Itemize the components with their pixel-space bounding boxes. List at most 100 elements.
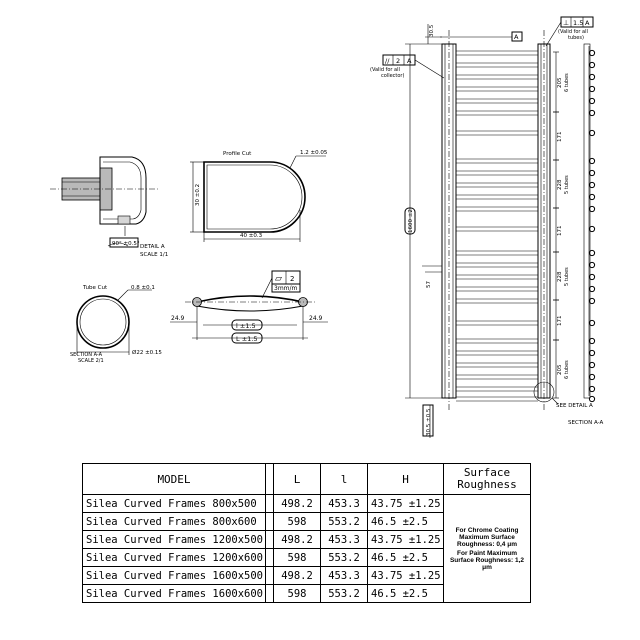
H-cell: 43.75 ±1.25 — [367, 566, 444, 585]
model-cell: Silea Curved Frames 800x500 — [82, 494, 266, 513]
tube-pair — [456, 250, 538, 256]
tubes-note-1: (Valid for all — [558, 29, 588, 35]
detail-a-collector-body — [99, 156, 147, 225]
tube-cut-view: Tube Cut 0.8 ±0.1 Ø22 ±0.15 SECTION A-A … — [70, 285, 162, 364]
section-tube-circle — [588, 157, 596, 165]
L-cell: 598 — [273, 548, 321, 567]
section-tube-circle — [588, 97, 596, 105]
section-tube-circle — [588, 73, 596, 81]
spacing-tube-count: 6 tubes — [564, 73, 570, 92]
section-tube-circle — [588, 181, 596, 189]
model-table: MODEL L l H Surface Roughness Silea Curv… — [82, 463, 531, 603]
header-surface: Surface Roughness — [443, 463, 531, 495]
bottom-dim: 30.5 ±0.5 — [426, 408, 432, 436]
L-cell: 498.2 — [273, 566, 321, 585]
H-cell: 46.5 ±2.5 — [367, 512, 444, 531]
detail-a-label: DETAIL A — [140, 244, 165, 250]
tube-pair — [456, 362, 538, 368]
profile-cut-outline — [203, 161, 306, 233]
tubes-tol-symbol: ⊥ — [563, 19, 569, 27]
flatness-value: 2 — [290, 275, 294, 283]
section-tube-circle — [588, 373, 596, 381]
H-cell: 46.5 ±2.5 — [367, 584, 444, 603]
L-cell: 598 — [273, 512, 321, 531]
table-row: Silea Curved Frames 1600x500 498.2 453.3… — [82, 566, 531, 585]
section-tube-circle — [588, 385, 596, 393]
header-model: MODEL — [82, 463, 266, 495]
tube-pair — [456, 194, 538, 200]
detail-a-marker-circle — [533, 381, 555, 403]
section-tube-circle — [588, 249, 596, 257]
l-cell: 553.2 — [320, 512, 368, 531]
tube-cut-section-label: SECTION A-A — [70, 352, 103, 358]
profile-cut-thickness-dim: 1.2 ±0.05 — [300, 150, 328, 156]
tube-cut-title: Tube Cut — [82, 285, 108, 291]
collector-tol-ref: A — [407, 57, 412, 65]
section-tube-circle — [588, 273, 596, 281]
section-tube-circle — [588, 61, 596, 69]
tube-pair — [456, 374, 538, 380]
section-tube-circle — [588, 285, 596, 293]
outer-length-label: L ±1.5 — [236, 335, 257, 343]
right-offset-dim: 24.9 — [309, 315, 323, 322]
datum-a-frame — [511, 31, 523, 42]
tube-cut-diameter: Ø22 ±0.15 — [132, 349, 162, 356]
tubes-group — [456, 50, 538, 402]
section-tube-circle — [588, 395, 596, 403]
left-offset-dim: 24.9 — [171, 315, 185, 322]
tube-cut-thickness: 0.8 ±0.1 — [131, 285, 155, 291]
tube-pair — [456, 274, 538, 280]
tube-pair — [456, 50, 538, 56]
collector-tol-value: 2 — [396, 57, 400, 65]
tubes-tol-value: 1.5 — [573, 19, 583, 27]
L-cell: 498.2 — [273, 494, 321, 513]
table-header-row: MODEL L l H Surface Roughness — [82, 463, 531, 495]
tube-pair — [456, 170, 538, 176]
datum-a-label: A — [514, 33, 519, 41]
spacing-dim-value: 171 — [557, 132, 563, 143]
L-cell: 598 — [273, 584, 321, 603]
profile-cut-width-dim: 40 ±0.3 — [240, 233, 263, 239]
detail-a-angle: 90° ±0.5° — [112, 241, 140, 247]
collector-tol-symbol: // — [385, 57, 390, 65]
tube-pair — [456, 396, 538, 402]
tube-pair — [456, 130, 538, 136]
spacing-dim-value: 228 — [557, 179, 563, 190]
l-cell: 453.3 — [320, 530, 368, 549]
tube-inner-circle — [79, 298, 127, 346]
spacing-tube-count: 5 tubes — [564, 267, 570, 286]
table-row: Silea Curved Frames 800x500 498.2 453.3 … — [82, 494, 531, 603]
l-cell: 553.2 — [320, 584, 368, 603]
side-dim: 57 — [426, 281, 432, 288]
spacing-tube-count: 5 tubes — [564, 175, 570, 194]
tube-pair — [456, 182, 538, 188]
l-cell: 453.3 — [320, 566, 368, 585]
top-dim: 30.5 — [429, 24, 435, 37]
section-tube-circle — [588, 193, 596, 201]
frame-curve-top — [196, 295, 304, 303]
section-tube-circle — [588, 169, 596, 177]
tube-pair — [456, 62, 538, 68]
detail-a-scale: SCALE 1/1 — [140, 252, 168, 258]
section-tube-circle — [588, 129, 596, 137]
section-tube-circle — [588, 297, 596, 305]
L-cell: 498.2 — [273, 530, 321, 549]
inner-length-label: l ±1.5 — [236, 322, 256, 330]
section-tube-circle — [588, 337, 596, 345]
section-tube-circle — [588, 49, 596, 57]
spacing-tube-count: 6 tubes — [564, 360, 570, 379]
section-tube-circle — [588, 319, 596, 327]
height-dim: 1600 ±2 — [408, 209, 414, 233]
tube-outer-circle — [76, 295, 130, 349]
tube-pair — [456, 206, 538, 212]
table-row: Silea Curved Frames 1600x600 598 553.2 4… — [82, 584, 531, 603]
H-cell: 43.75 ±1.25 — [367, 530, 444, 549]
roughness-paint-note: For Paint Maximum Surface Roughness: 1,2… — [449, 549, 525, 571]
collector-note-2: collector) — [381, 73, 404, 79]
collector-note-1: (Valid for all — [370, 67, 400, 73]
tube-pair — [456, 298, 538, 304]
tube-pair — [456, 226, 538, 232]
see-detail-label: SEE DETAIL A — [556, 403, 593, 409]
section-tube-circle — [588, 361, 596, 369]
model-cell: Silea Curved Frames 1600x600 — [82, 584, 266, 603]
